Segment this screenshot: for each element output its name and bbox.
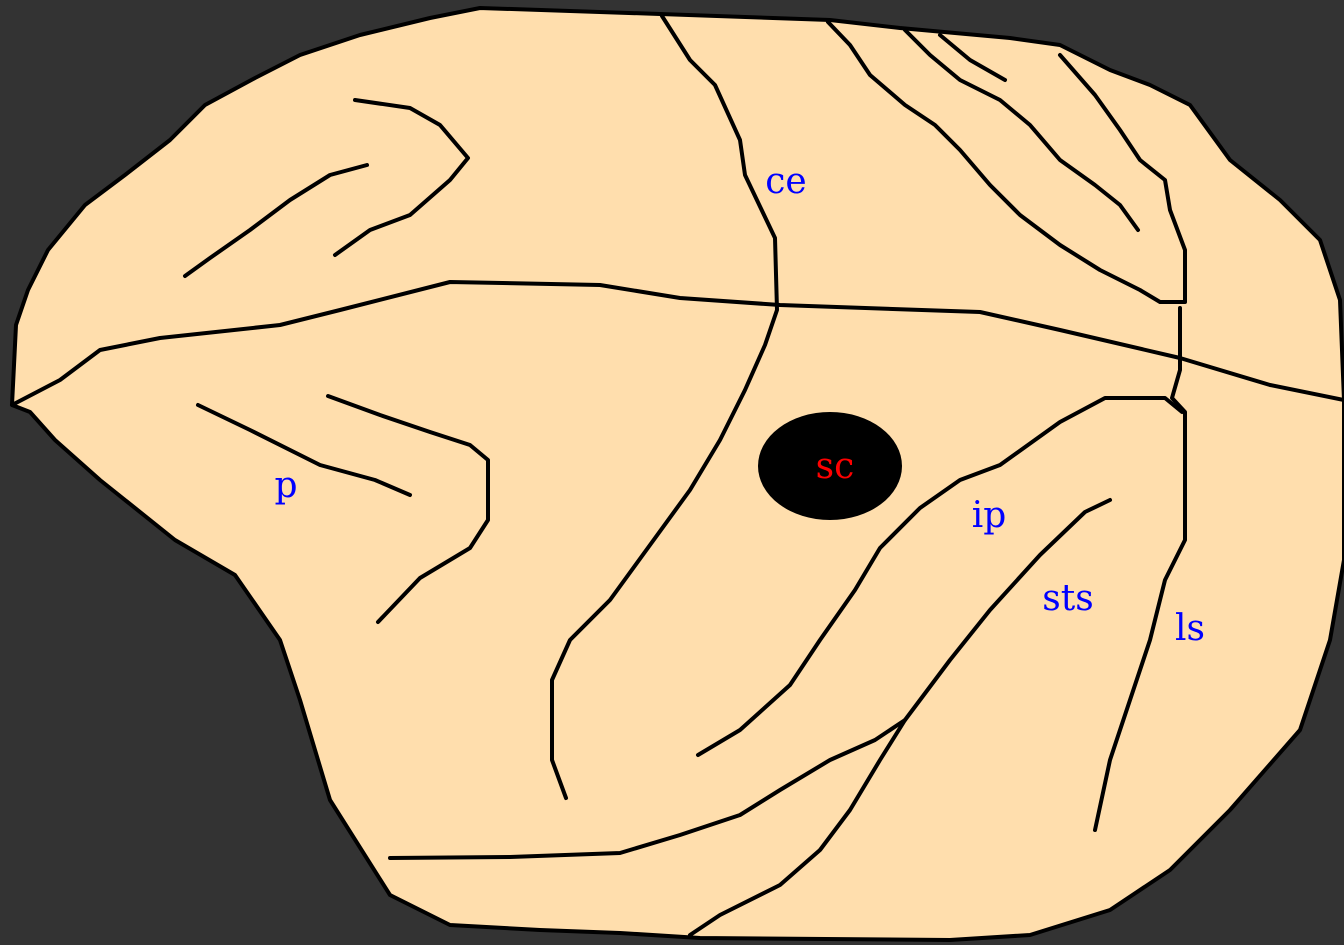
label-ce: ce bbox=[765, 161, 806, 202]
label-ls: ls bbox=[1175, 608, 1205, 649]
center-label: sc bbox=[816, 446, 855, 487]
label-sts: sts bbox=[1042, 578, 1093, 619]
label-p: p bbox=[274, 465, 297, 506]
label-ip: ip bbox=[972, 495, 1007, 536]
